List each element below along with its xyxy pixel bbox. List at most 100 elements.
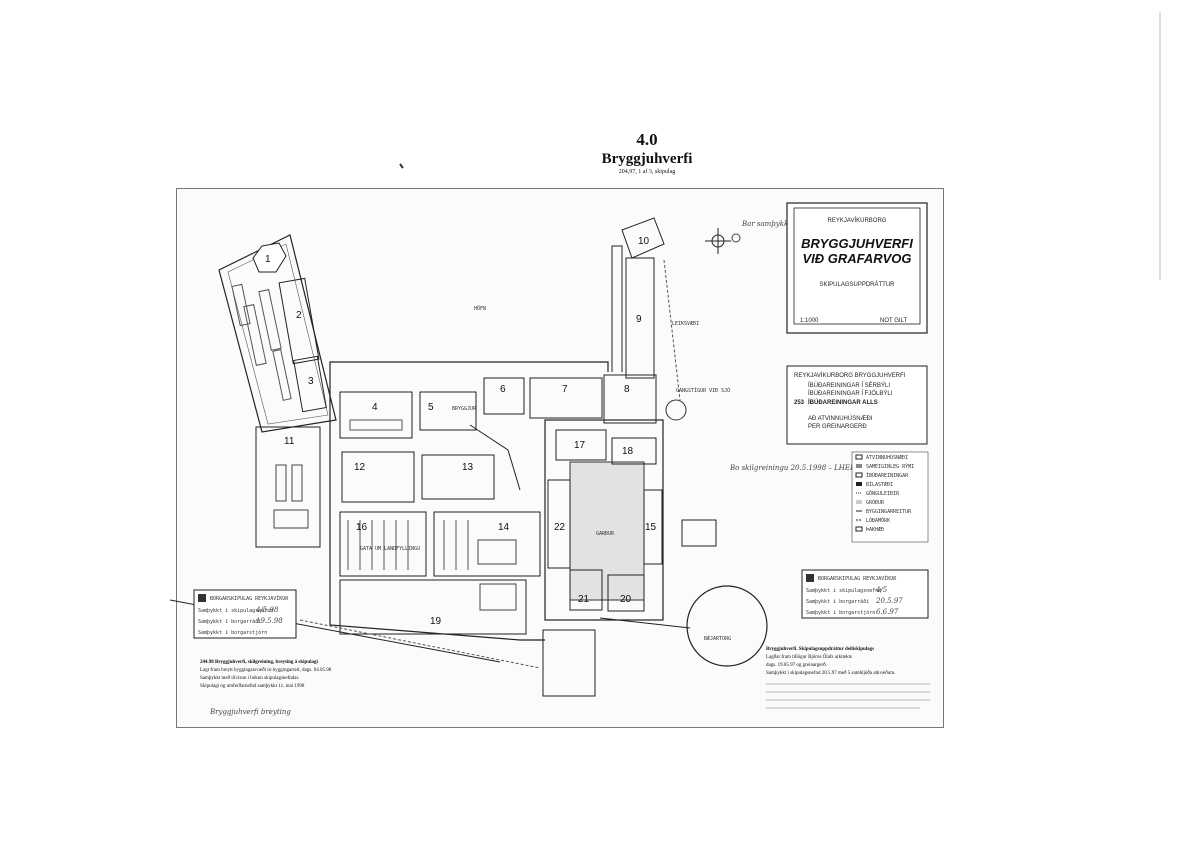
lot-numbers: 1 2 3 4 5 6 7 8 9 10 11 12 13 14 15 16 1…: [265, 236, 657, 627]
label-hopn: HÖFN: [474, 305, 486, 312]
stamp-row-value: 6.6.97: [876, 608, 899, 616]
lot-label: 7: [562, 384, 568, 395]
lot-20-building: [607, 574, 645, 612]
title-stamp: NOT GILT: [880, 318, 907, 324]
label-gardur: GARÐUR: [596, 531, 615, 537]
title-project-line1: BRYGGJUHVERFI: [801, 236, 913, 251]
lot-label: 2: [296, 310, 302, 321]
bryggjutorg-circle: [686, 585, 768, 667]
handwritten-annotation: Bo skilgreiningu 20.5.1998 – LHED: [729, 464, 856, 472]
title-subtitle: SKIPULAGSUPPDRÁTTUR: [819, 281, 895, 288]
title-project-line2: VIÐ GRAFARVOG: [802, 251, 911, 266]
north-pier: [611, 217, 687, 421]
label-bryggjur: BRYGGJUR: [452, 406, 477, 412]
central-court: [544, 419, 717, 621]
label-gotuheiti-a: GATA UM LANDFYLLINGU: [360, 546, 420, 552]
lot-label: 6: [500, 384, 506, 395]
stamp-row-value: 4/5.98: [255, 606, 279, 614]
lot-label: 11: [284, 436, 295, 447]
legend-item: LÓÐAMÖRK: [866, 517, 890, 524]
summary-note1: AÐ ATVINNUHÚSNÆÐI: [808, 415, 873, 422]
lot-label: 20: [620, 594, 632, 605]
note-line: Lagt fram breytt byggingarsvæði úr byggi…: [200, 667, 332, 673]
stamp-row-value: 19.5.98: [256, 617, 283, 625]
lot-7-building: [529, 377, 603, 419]
note-line: Samþykkt með tilvísun í bókun skipulagsn…: [200, 675, 299, 681]
central-district: [329, 361, 657, 641]
lot-9-building: [625, 257, 655, 379]
note-line: Skipulagi og umferðarnefnd samþykkt 11. …: [200, 683, 305, 689]
lot-8-building: [603, 374, 657, 424]
stamp-row-value: 4/5: [875, 586, 888, 594]
lot-label: 1: [265, 254, 271, 265]
handwritten-note: Bryggjuhverfi breyting: [209, 708, 291, 716]
summary-note2: PER GREINARGERÐ: [808, 424, 867, 430]
lot-21-building: [569, 569, 603, 611]
summary-heading: REYKJAVÍKURBORG BRYGGJUHVERFI: [794, 372, 906, 379]
lot-label: 17: [574, 440, 586, 451]
plan-title: Bryggjuhverfi: [601, 151, 693, 167]
legend-item: ÍBÚÐAREININGAR: [866, 471, 909, 479]
lot-1-tower: [252, 242, 287, 273]
lot-label: 8: [624, 384, 630, 395]
stamp-org: BORGARSKIPULAG REYKJAVÍKUR: [210, 594, 289, 602]
lot-19-building: [339, 579, 527, 635]
lot-15-building: [643, 489, 663, 565]
legend: ATVINNUHÚSNÆÐI SAMEIGINLEG RÝMI ÍBÚÐAREI…: [851, 451, 929, 543]
lot-23-building: [542, 629, 596, 697]
summary-row1: ÍBÚÐAREININGAR Í SÉRBÝLI: [808, 382, 890, 389]
lot-label: 12: [354, 462, 366, 473]
lot-22-building: [547, 479, 571, 569]
city-crest-icon: [198, 594, 206, 602]
lot-6-building: [483, 377, 525, 415]
stamp-row-label: Samþykkt í borgarstjórn: [806, 609, 875, 616]
stamp-row-label: Samþykkt í borgarráði: [198, 618, 261, 625]
east-pavilion: [681, 519, 717, 547]
stamp-row-label: Samþykkt í skipulagsnefnd: [806, 587, 881, 594]
stamp-row-label: Samþykkt í skipulagsnefnd: [198, 607, 273, 614]
stamp-org: BORGARSKIPULAG REYKJAVÍKUR: [818, 574, 897, 582]
summary-row2: ÍBÚÐAREININGAR Í FJÖLBÝLI: [808, 390, 893, 397]
approval-note-right: Bryggjuhverfi. Skipulagsuppdráttur deili…: [766, 647, 930, 709]
legend-item: BÍLASTÆÐI: [866, 480, 893, 488]
legend-item: ATVINNUHÚSNÆÐI: [866, 454, 908, 461]
west-wing-block: [218, 234, 337, 433]
legend-item: GÖNGULEIÐIR: [866, 490, 900, 497]
title-scale: 1:1000: [800, 318, 819, 324]
note-line: Samþykkt í skipulagsnefnd 20.5.97 með 5 …: [766, 670, 895, 676]
label-gotuheiti-b: GANGSTÍGUR VIÐ SJÓ: [676, 386, 730, 394]
lot-label: 15: [645, 522, 657, 533]
lot-label: 3: [308, 376, 314, 387]
plan-reference: 204,97, 1 af 3, skipulag: [618, 169, 676, 175]
legend-item: SAMEIGINLEG RÝMI: [866, 463, 914, 470]
legend-item: GRÓÐUR: [866, 499, 885, 506]
lot-11-block: [255, 426, 321, 548]
summary-total-label: ÍBÚÐAREININGAR ALLS: [808, 398, 878, 406]
lot-14-building: [433, 511, 541, 577]
lot-2-building: [278, 277, 320, 365]
note-line: Bryggjuhverfi. Skipulagsuppdráttur deili…: [766, 647, 874, 652]
note-line: dags. 19.05.97 og greinargerð.: [766, 662, 827, 668]
note-line: Lagðar fram tillögur Björns Ólafs arkite…: [766, 654, 852, 660]
scan-mark: [399, 163, 404, 169]
stamp-row-value: 20.5.97: [875, 597, 903, 605]
map-labels: HÖFN GARÐUR BÆJARTORG LEIKSVÆÐI GATA UM …: [360, 305, 731, 642]
summary-total-value: 253: [794, 400, 805, 406]
lot-16-building: [339, 511, 427, 577]
summary-block: REYKJAVÍKURBORG BRYGGJUHVERFI ÍBÚÐAREINI…: [786, 365, 928, 445]
city-crest-icon: [806, 574, 814, 582]
note-line: 244.98 Bryggjuhverfi, skilgreining, brey…: [200, 660, 318, 665]
lot-18-building: [611, 437, 657, 465]
title-block: REYKJAVÍKURBORG BRYGGJUHVERFI VIÐ GRAFAR…: [786, 202, 928, 334]
approval-stamp-left: BORGARSKIPULAG REYKJAVÍKUR Samþykkt í sk…: [193, 589, 297, 639]
page-header: 4.0 Bryggjuhverfi 204,97, 1 af 3, skipul…: [572, 130, 722, 176]
lot-5-building: [419, 391, 477, 431]
label-leiksvaedi: LEIKSVÆÐI: [672, 321, 699, 327]
stamp-row-label: Samþykkt í borgarráði: [806, 598, 869, 605]
court-garden: [569, 461, 645, 601]
lot-label: 14: [498, 522, 510, 533]
lot-13-building: [421, 454, 495, 500]
lot-label: 5: [428, 402, 434, 413]
lot-label: 22: [554, 522, 566, 533]
lot-label: 18: [622, 446, 634, 457]
